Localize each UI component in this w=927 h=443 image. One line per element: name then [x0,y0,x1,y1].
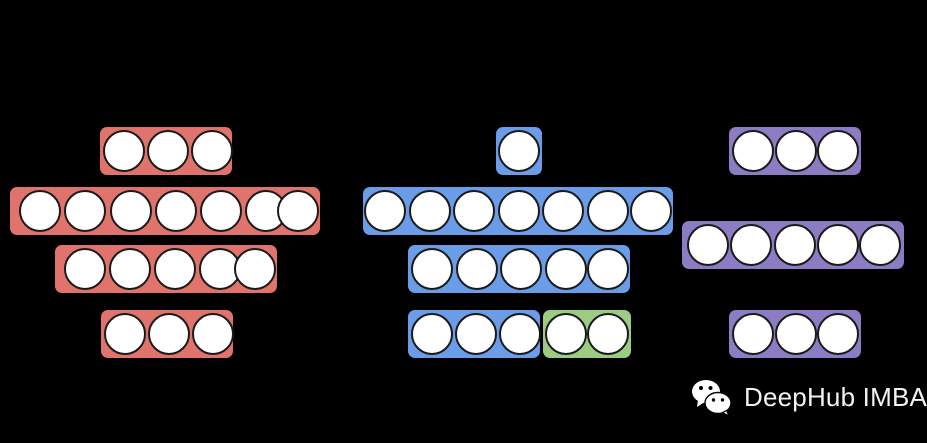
blue-layer-4[interactable] [408,310,541,358]
red-layer-3[interactable] [55,245,277,293]
node [817,224,859,266]
node [774,224,816,266]
node [192,313,234,355]
node [732,130,774,172]
watermark-label: DeepHub IMBA [744,382,927,412]
node [19,190,61,232]
node [155,190,197,232]
node [456,248,498,290]
node [545,313,587,355]
node [64,248,106,290]
node [630,190,672,232]
node [587,248,629,290]
node [110,190,152,232]
node [154,248,196,290]
node [191,130,233,172]
red-layer-2[interactable] [10,187,320,235]
node [500,248,542,290]
node [587,313,629,355]
purple-layer-2[interactable] [682,221,904,269]
wechat-icon [692,380,732,417]
node [859,224,901,266]
node [587,190,629,232]
red-layer-1[interactable] [100,127,233,175]
blue-layer-1[interactable] [496,127,542,175]
node [109,248,151,290]
node [455,313,497,355]
node [364,190,406,232]
node [498,190,540,232]
node [147,130,189,172]
node [775,130,817,172]
watermark: DeepHub IMBA [690,376,927,418]
blue-layer-3[interactable] [408,245,630,293]
node [200,190,242,232]
node [411,313,453,355]
node [64,190,106,232]
node [498,130,540,172]
node [103,130,145,172]
node [411,248,453,290]
node [148,313,190,355]
node [409,190,451,232]
node [104,313,146,355]
node [234,248,276,290]
purple-layer-1[interactable] [729,127,861,175]
node [730,224,772,266]
node [453,190,495,232]
node [277,190,319,232]
node [775,313,817,355]
node [817,313,859,355]
blue-layer-2[interactable] [363,187,673,235]
node [732,313,774,355]
node [499,313,541,355]
node [542,190,584,232]
node [687,224,729,266]
red-layer-4[interactable] [101,310,234,358]
node [817,130,859,172]
purple-layer-3[interactable] [729,310,861,358]
green-layer-4[interactable] [543,310,631,358]
node [545,248,587,290]
